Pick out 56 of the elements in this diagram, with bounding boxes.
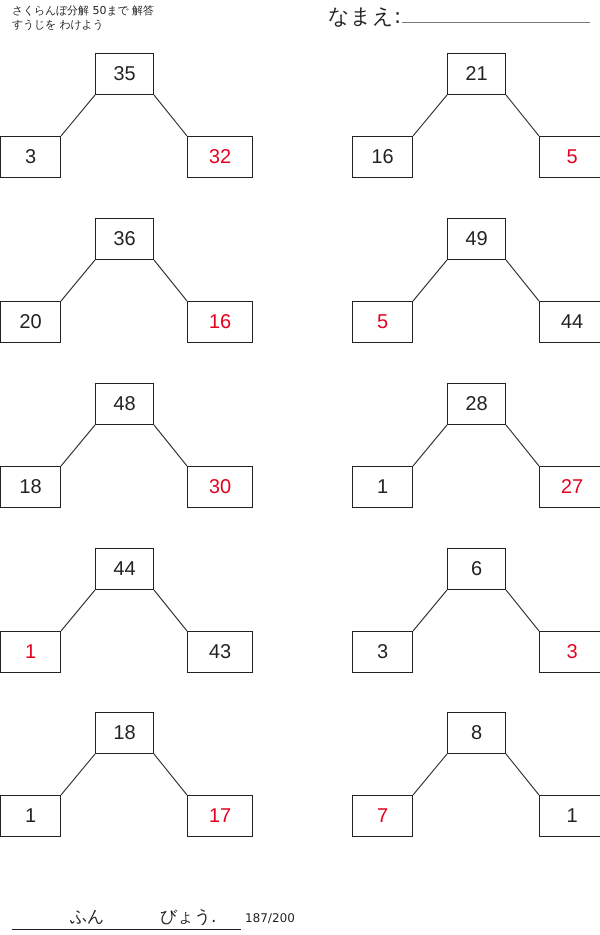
connector-line [506, 260, 540, 302]
number-box: 28 [447, 383, 506, 425]
connector-line [154, 424, 188, 466]
number-box: 6 [447, 548, 506, 590]
number-box: 3 [352, 631, 413, 673]
number-box: 44 [95, 548, 154, 590]
connector-line [412, 260, 448, 302]
number-box: 5 [539, 136, 600, 178]
number-box: 18 [95, 712, 154, 754]
connector-line [60, 94, 96, 136]
number-box: 16 [187, 301, 253, 343]
connector-line [60, 754, 96, 796]
connector-line [412, 94, 448, 136]
number-box: 17 [187, 795, 253, 837]
connector-line [506, 754, 540, 796]
connector-line [412, 424, 448, 466]
number-box: 18 [0, 466, 61, 508]
title: さくらんぼ分解 50まで 解答 [12, 3, 154, 18]
connector-line [154, 754, 188, 796]
number-box: 5 [352, 301, 413, 343]
connector-line [412, 590, 448, 632]
name-label: なまえ: [328, 3, 402, 30]
number-box: 8 [447, 712, 506, 754]
number-box: 48 [95, 383, 154, 425]
number-box: 1 [352, 466, 413, 508]
number-box: 27 [539, 466, 600, 508]
number-box: 43 [187, 631, 253, 673]
connector-line [154, 94, 188, 136]
connector-line [506, 590, 540, 632]
number-box: 32 [187, 136, 253, 178]
subtitle: すうじを わけよう [12, 17, 104, 32]
connector-line [506, 424, 540, 466]
number-box: 30 [187, 466, 253, 508]
number-box: 3 [539, 631, 600, 673]
connector-line [60, 590, 96, 632]
number-box: 1 [0, 795, 61, 837]
seconds-label: びょう. [160, 906, 216, 928]
number-box: 7 [352, 795, 413, 837]
number-box: 20 [0, 301, 61, 343]
number-box: 44 [539, 301, 600, 343]
connector-line [154, 590, 188, 632]
connector-line [412, 754, 448, 796]
minutes-label: ふん [70, 906, 104, 928]
connector-line [154, 260, 188, 302]
number-box: 3 [0, 136, 61, 178]
number-box: 1 [0, 631, 61, 673]
connector-line [60, 260, 96, 302]
connector-line [60, 424, 96, 466]
number-box: 49 [447, 218, 506, 260]
page-number: 187/200 [245, 911, 295, 925]
connector-line [506, 94, 540, 136]
number-box: 16 [352, 136, 413, 178]
number-box: 35 [95, 53, 154, 95]
number-box: 36 [95, 218, 154, 260]
number-box: 21 [447, 53, 506, 95]
number-box: 1 [539, 795, 600, 837]
